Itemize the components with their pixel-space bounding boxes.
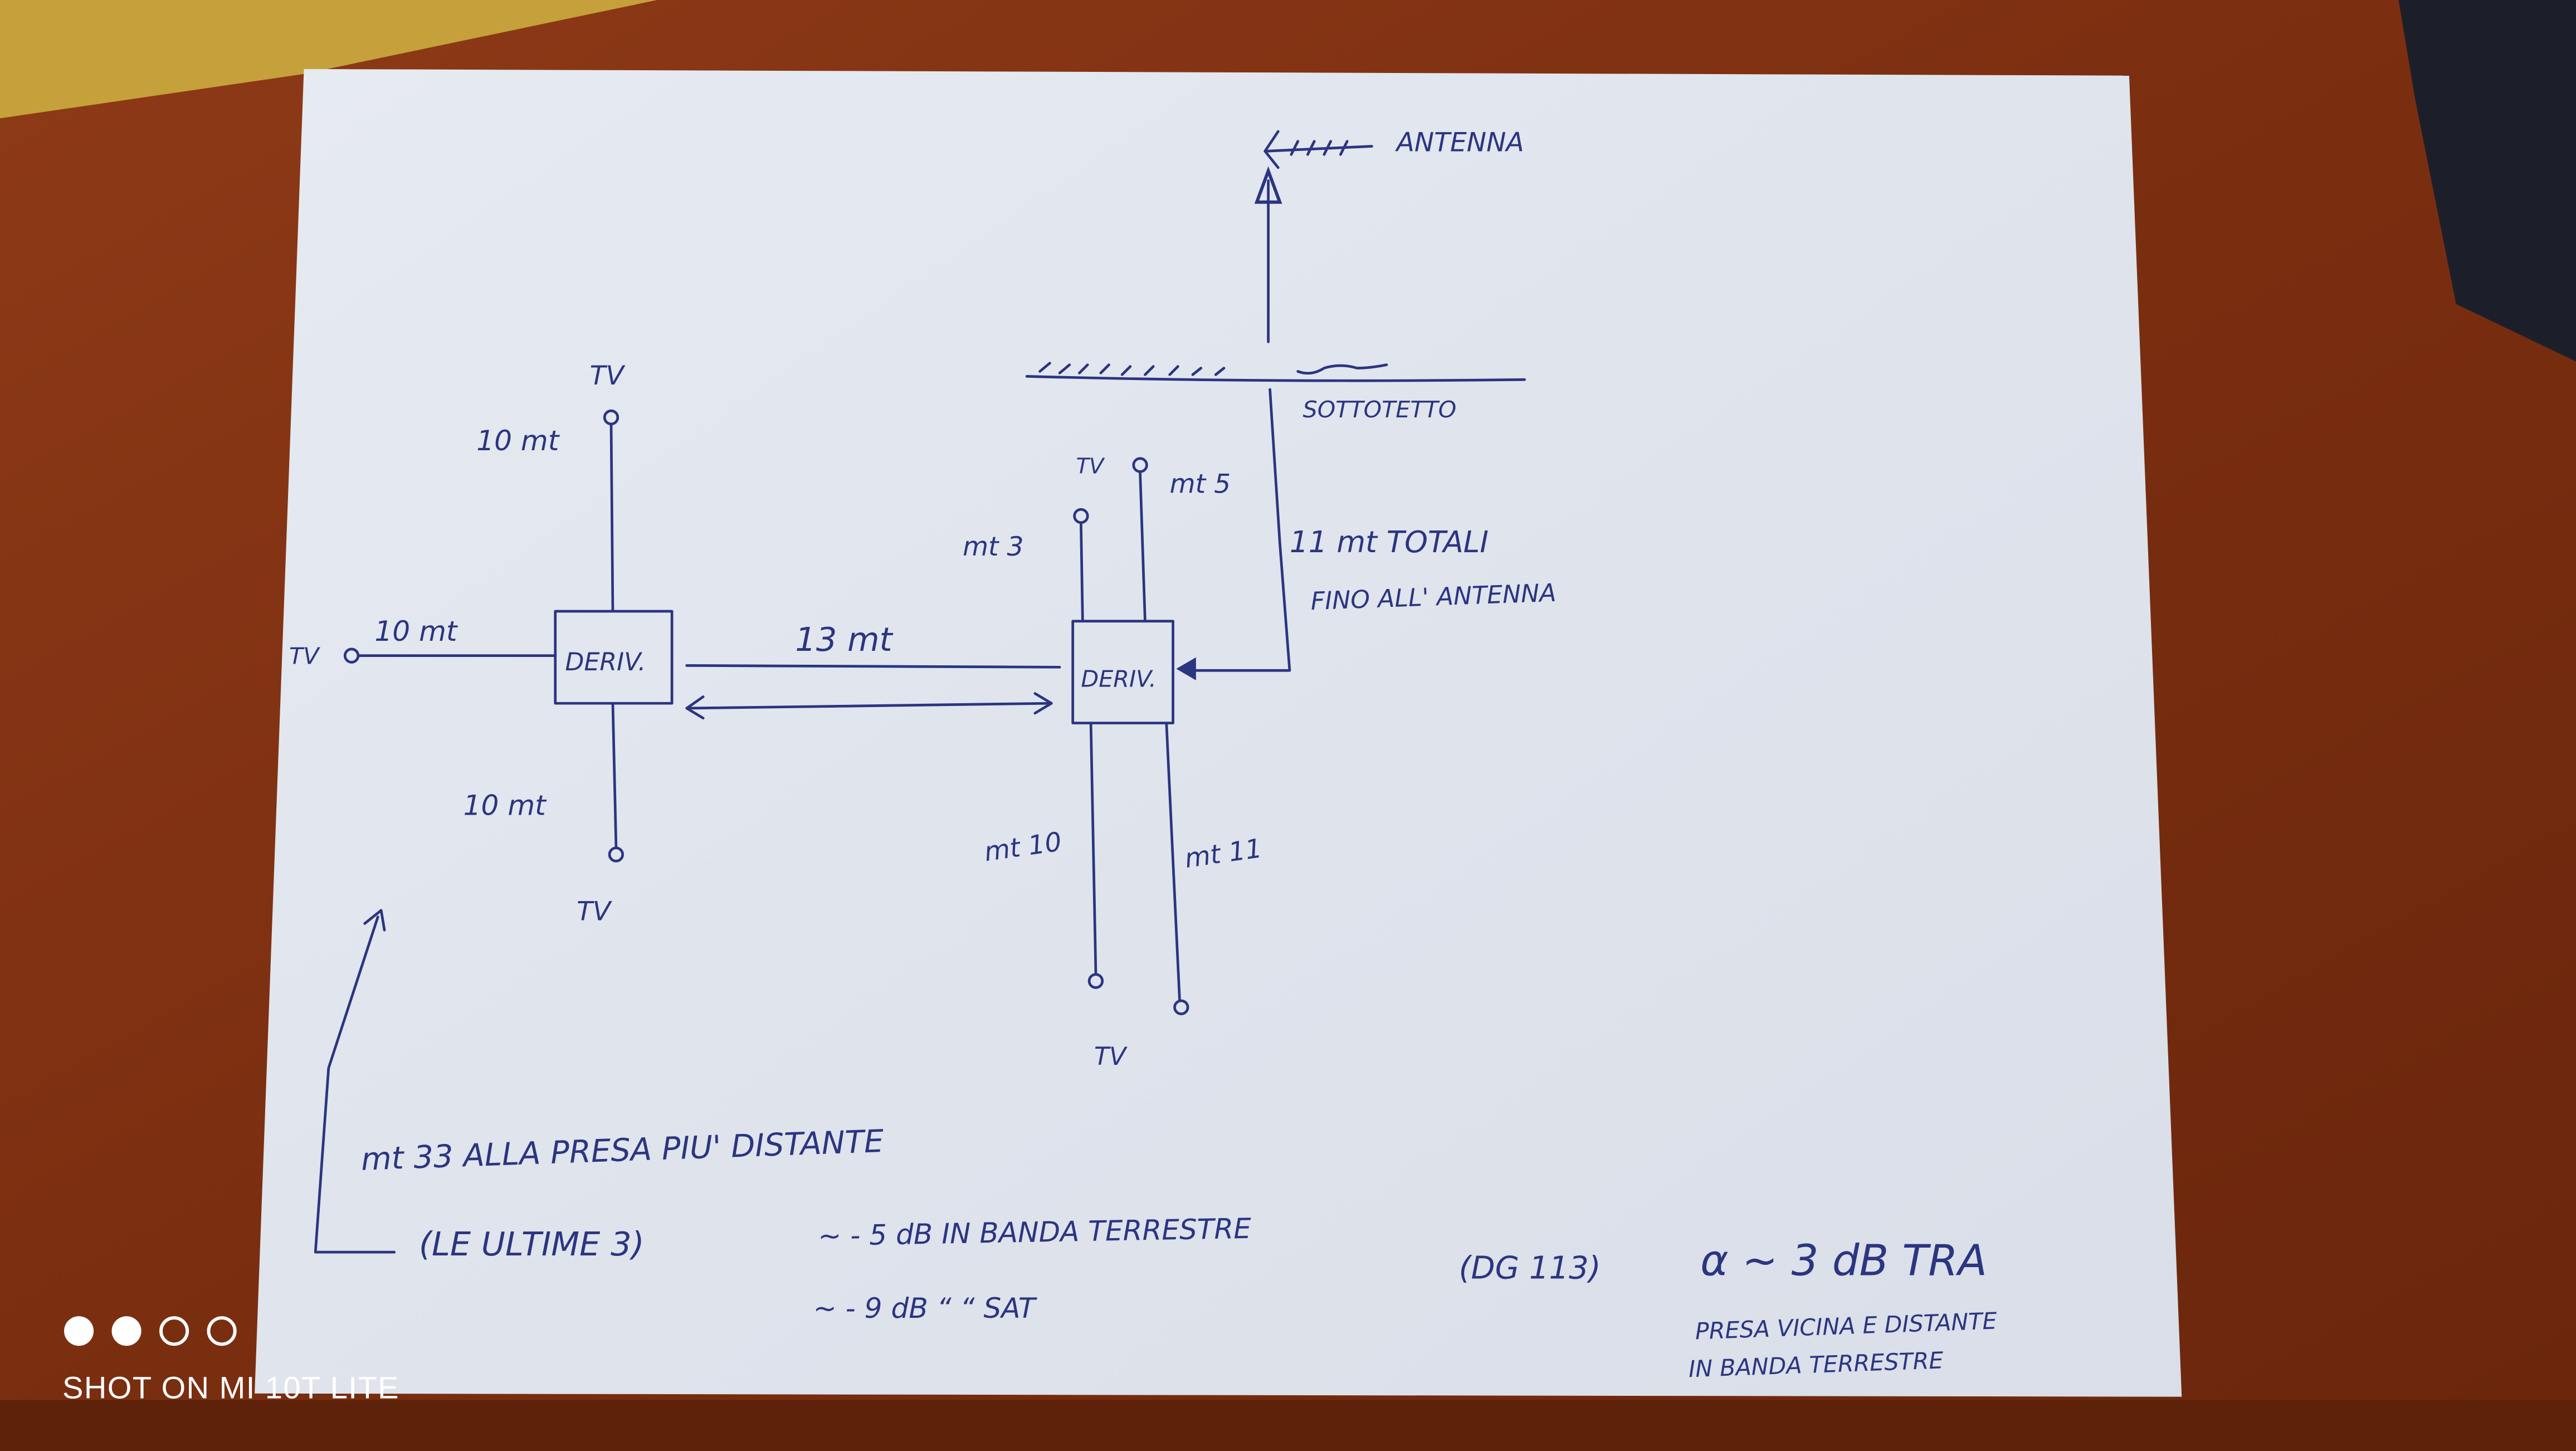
outlet-label: TV [1076,454,1105,479]
antenna-label: ANTENNA [1395,127,1524,158]
tv-outlet-icon [1132,457,1148,473]
camera-watermark: SHOT ON MI 10T LITE [62,1370,399,1405]
branch-bottom [611,702,618,848]
antenna-symbol [1254,130,1373,343]
branch-mt10 [1089,722,1097,975]
outlet-label: TV [577,896,613,927]
outlet-label: TV [289,642,320,669]
outlet-label: TV [590,361,626,391]
link-cable [685,664,1061,669]
branch-mt5 [1139,471,1146,623]
splitter-left-label: DERIV. [565,648,646,676]
antenna-cable [1189,388,1291,672]
tv-outlet-icon [603,409,619,426]
branch-mt3 [1080,523,1084,623]
ceiling-line [1025,362,1526,382]
attic-label: SOTTOTETTO [1303,396,1457,423]
total-length-label: 11 mt TOTALI [1290,525,1489,559]
tv-outlet-icon [608,846,625,863]
branch-top [609,422,614,613]
note-sat-loss: ~ - 9 dB “ “ SAT [813,1292,1037,1325]
dark-object [2398,0,2576,362]
splitter-right-label: DERIV. [1081,666,1156,693]
bracket-arrow-icon [314,909,396,1254]
outlet-label: TV [1094,1043,1128,1071]
length-label: 10 mt [464,789,548,822]
note-alpha: α ~ 3 dB TRA [1700,1236,1987,1286]
note-model: (DG 113) [1459,1250,1601,1286]
length-label: mt 5 [1170,469,1231,500]
tv-outlet-icon [1087,973,1104,989]
tv-outlet-icon [1073,508,1089,524]
note-terrestrial-loss: ~ - 5 dB IN BANDA TERRESTRE [818,1212,1252,1253]
link-length-label: 13 mt [795,620,893,659]
tv-outlet-icon [1173,999,1189,1015]
camera-watermark-dots [64,1316,237,1346]
note-last-three: (LE ULTIME 3) [419,1225,645,1263]
input-arrow-icon [1176,657,1196,680]
gold-fabric [0,0,657,119]
table-edge [0,1400,2576,1451]
branch-mt11 [1165,722,1181,1001]
splitter-right-box [1071,620,1174,724]
paper-sheet [255,69,2182,1397]
length-label: 10 mt [476,424,560,457]
length-label: 10 mt [374,615,458,647]
double-arrow-icon [685,692,1053,720]
length-label: mt 3 [963,532,1023,562]
tv-outlet-icon [343,647,360,664]
